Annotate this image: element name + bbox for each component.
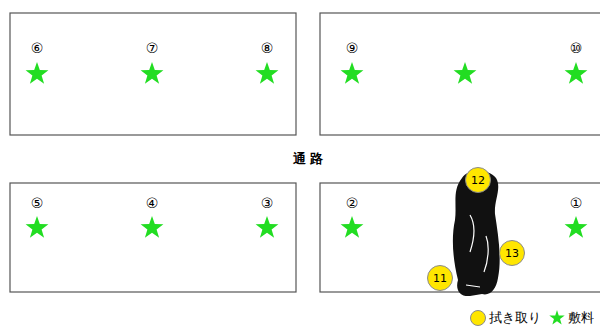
callout-number: 12 [471,175,485,186]
legend: 拭き取り 敷料 [462,309,594,327]
wipe-circle: 11 [427,265,453,291]
legend-item: 敷料 [549,309,594,327]
legend-text: 拭き取り [489,309,541,327]
callout-number: ⑥ [31,41,44,55]
callout-number: ③ [261,196,274,210]
callout-number: ④ [146,196,159,210]
callout-number: ⑧ [261,41,274,55]
callout-number: ② [346,196,359,210]
legend-item: 拭き取り [470,309,541,327]
callout-number: 13 [505,248,519,259]
bedding-stars [26,62,588,238]
legend-text: 敷料 [568,309,594,327]
callout-number: ⑨ [346,41,359,55]
aisle-label: 通 路 [291,151,326,166]
callout-number: ⑤ [31,196,44,210]
callout-number: ⑦ [146,41,159,55]
wipe-circle: 13 [499,240,525,266]
wipe-circle: 12 [465,167,491,193]
callout-number: 11 [433,273,447,284]
callout-number: ① [570,196,583,210]
circle-swatch [470,310,486,326]
callout-number: ⑩ [570,41,583,55]
area-rect [10,183,296,292]
star-swatch [549,310,565,326]
area-rect [10,13,296,135]
area-rect [320,13,600,135]
